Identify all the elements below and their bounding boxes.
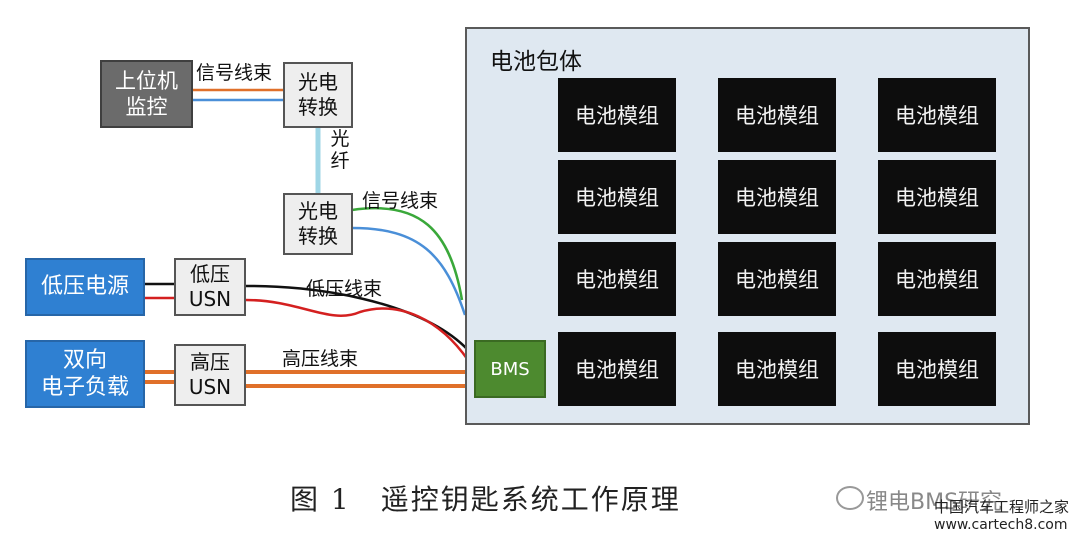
signal-wire-blue-mid (351, 226, 467, 316)
oe-converter-mid-box: 光电 转换 (283, 193, 353, 255)
oe-converter-top-box: 光电 转换 (283, 62, 353, 128)
bidirectional-load-box: 双向 电子负载 (25, 340, 145, 408)
bms-box: BMS (474, 340, 546, 398)
battery-module: 电池模组 (558, 242, 676, 316)
watermark-account: 锂电BMS研究 (866, 490, 1003, 515)
battery-module: 电池模组 (718, 78, 836, 152)
battery-pack-title: 电池包体 (490, 49, 582, 75)
battery-module: 电池模组 (718, 242, 836, 316)
optical-fiber-label: 光 纤 (330, 128, 350, 172)
figure-caption: 图 1 遥控钥匙系统工作原理 (290, 483, 681, 516)
battery-module: 电池模组 (718, 160, 836, 234)
battery-module: 电池模组 (558, 78, 676, 152)
low-voltage-harness-label: 低压线束 (306, 278, 383, 300)
high-voltage-usn-box: 高压 USN (174, 344, 246, 406)
lv-wire-red-right (245, 298, 470, 361)
lv-wire-black-right (245, 284, 469, 351)
battery-module: 电池模组 (878, 78, 996, 152)
battery-module: 电池模组 (878, 242, 996, 316)
battery-module: 电池模组 (558, 160, 676, 234)
low-voltage-usn-box: 低压 USN (174, 258, 246, 316)
battery-module: 电池模组 (718, 332, 836, 406)
high-voltage-harness-label: 高压线束 (282, 348, 359, 370)
battery-module: 电池模组 (878, 332, 996, 406)
signal-harness-top-label: 信号线束 (196, 62, 273, 84)
battery-module: 电池模组 (558, 332, 676, 406)
wechat-icon (836, 486, 864, 510)
signal-harness-mid-label: 信号线束 (362, 190, 439, 212)
signal-wire-green-mid (351, 206, 464, 301)
watermark-site-name: 中国汽车工程师之家 (934, 498, 1070, 516)
watermark-site-url: www.cartech8.com (934, 517, 1068, 533)
host-monitor-box: 上位机 监控 (100, 60, 193, 128)
battery-module: 电池模组 (878, 160, 996, 234)
low-voltage-supply-box: 低压电源 (25, 258, 145, 316)
